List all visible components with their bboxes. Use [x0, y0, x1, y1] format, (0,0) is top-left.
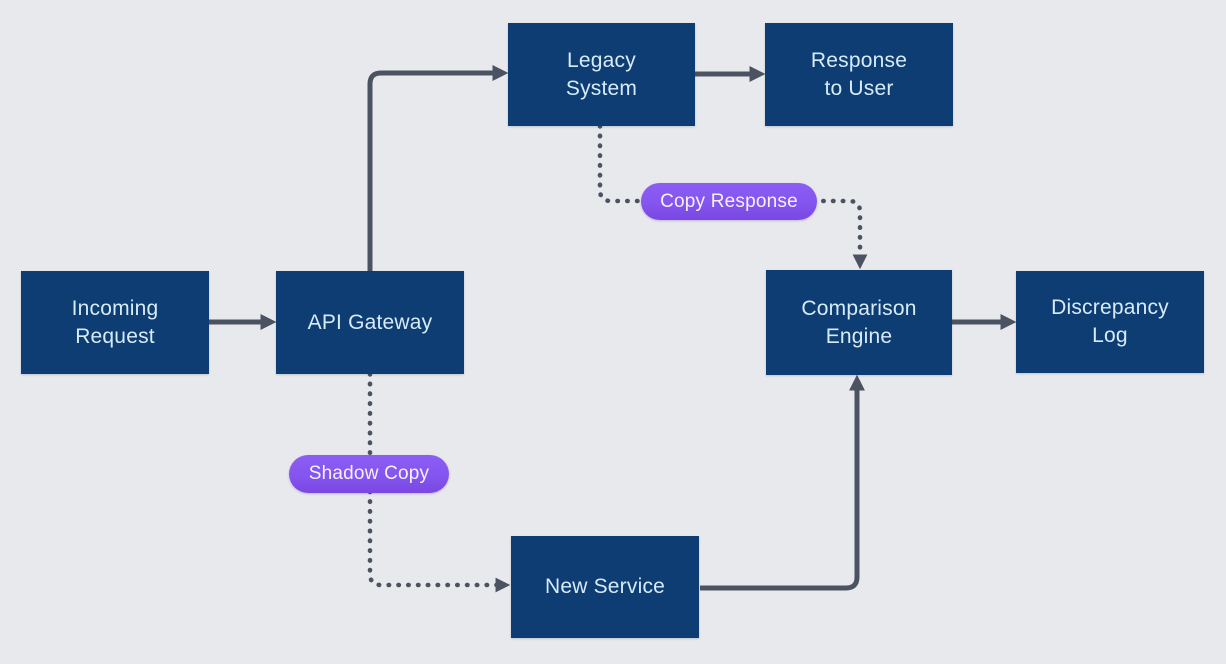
node-label-line: New Service: [544, 575, 666, 599]
node-label-line: Engine: [825, 324, 893, 348]
node-label-line: Log: [1092, 324, 1128, 347]
node-response-to-user: Response to User: [765, 23, 953, 126]
node-label-line: Discrepancy: [1051, 296, 1169, 320]
node-label-line: System: [565, 76, 638, 100]
node-label-line: Comparison: [801, 296, 917, 320]
edge-api-gateway-to-legacy-system: [367, 64, 509, 271]
edge-legacy-system-to-comparison-engine-dotted: [597, 123, 868, 270]
node-label-line: Request: [75, 324, 155, 348]
node-comparison-engine: Comparison Engine: [766, 270, 952, 375]
edge-label-text: Copy Response: [660, 190, 798, 212]
node-incoming-request: Incoming Request: [21, 271, 209, 374]
edge-label-shadow-copy: Shadow Copy: [289, 455, 449, 493]
node-label-line: Incoming: [71, 296, 159, 320]
node-api-gateway: API Gateway: [276, 271, 464, 374]
node-discrepancy-log: Discrepancy Log: [1016, 271, 1204, 373]
node-label-line: Legacy: [567, 48, 636, 72]
node-label-line: to User: [824, 76, 894, 100]
node-label-line: Response: [810, 48, 908, 72]
edge-new-service-to-comparison-engine: [700, 374, 866, 591]
edge-label-text: Shadow Copy: [308, 463, 430, 484]
edge-label-copy-response: Copy Response: [641, 183, 817, 220]
edge-api-gateway-to-new-service-dotted: [367, 371, 511, 593]
node-label-line: API Gateway: [307, 310, 433, 334]
node-new-service: New Service: [511, 536, 699, 638]
node-legacy-system: Legacy System: [508, 23, 695, 126]
